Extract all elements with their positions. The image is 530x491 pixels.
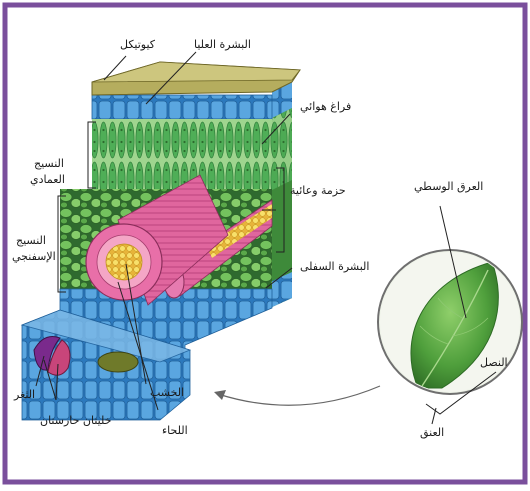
connector-arrowhead xyxy=(214,390,226,400)
xylem-core xyxy=(106,244,142,280)
label-cuticle: كيوتيكل xyxy=(120,38,155,51)
label-air-space: فراغ هوائي xyxy=(300,100,351,113)
block-right-palisade xyxy=(272,108,292,190)
magnified-leaf xyxy=(378,206,522,424)
label-phloem: اللحاء xyxy=(162,424,188,437)
upper-epidermis-layer xyxy=(92,95,272,119)
cuticle-top xyxy=(92,62,300,82)
label-spongy-line1: النسيج xyxy=(16,234,46,247)
leaf-cross-section xyxy=(22,62,300,420)
palisade-layer xyxy=(92,119,272,189)
label-palisade-line1: النسيج xyxy=(34,157,64,170)
label-vascular-bundle: حزمة وعائية xyxy=(290,184,346,197)
label-xylem: الخشب xyxy=(150,386,184,399)
label-stoma: الثغر xyxy=(14,388,35,401)
label-midrib: العرق الوسطي xyxy=(414,180,483,193)
label-guard-cells: خليتان حارستان xyxy=(40,414,111,427)
connector-arrow xyxy=(218,386,380,405)
label-palisade-line2: العمادي xyxy=(30,173,65,186)
label-upper-epidermis: البشرة العليا xyxy=(194,38,251,51)
label-blade: النصل xyxy=(480,356,508,369)
label-petiole: العنق xyxy=(420,426,444,439)
upper-left-palisade-strip xyxy=(60,190,92,290)
label-spongy-line2: الإسفنجي xyxy=(12,250,56,263)
label-lower-epidermis: البشرة السفلى xyxy=(300,260,369,273)
stoma-hole xyxy=(98,352,138,372)
